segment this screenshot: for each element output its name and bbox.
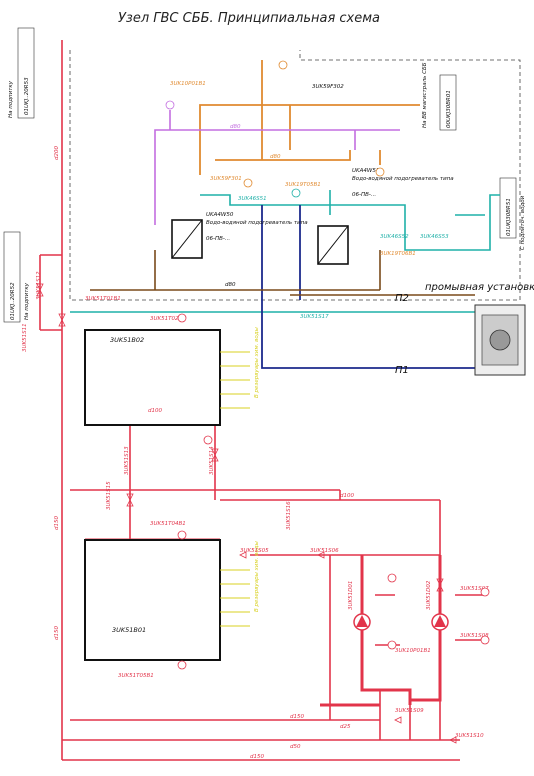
svg-text:01UKJ..20R53: 01UKJ..20R53 <box>24 77 30 115</box>
svg-text:3UK51S11: 3UK51S11 <box>22 323 28 352</box>
svg-text:3UK51B01: 3UK51B01 <box>112 626 146 634</box>
svg-text:3UK19T05B1: 3UK19T05B1 <box>285 182 321 188</box>
flush-unit <box>474 304 526 376</box>
svg-text:d80: d80 <box>225 282 236 288</box>
pump-1: 3UK51D01 <box>348 581 371 631</box>
svg-text:06-ПВ-...: 06-ПВ-... <box>352 192 376 198</box>
left-box-mid: 01UKJ..20R52 На подпитку <box>3 231 30 323</box>
svg-text:3UK51T05B1: 3UK51T05B1 <box>118 673 154 679</box>
diagram-title: Узел ГВС СББ. Принципиальная схема <box>118 11 380 26</box>
navy-lines <box>261 205 475 369</box>
heat-exchanger-2: UKA4W51 Водо-водяной подогреватель типа … <box>317 168 454 265</box>
svg-text:d150: d150 <box>290 714 304 720</box>
svg-text:d50: d50 <box>290 744 301 750</box>
label-flush: промывная установка <box>425 282 534 293</box>
top-right-box: 00UKJ30BR01 На ВВ магистраль СББ <box>422 62 457 131</box>
svg-text:На подпитку: На подпитку <box>8 80 14 118</box>
instruments <box>165 60 490 670</box>
svg-text:3UK51S07: 3UK51S07 <box>460 586 489 592</box>
svg-text:На ВВ магистраль СББ: На ВВ магистраль СББ <box>422 62 428 128</box>
svg-text:Водо-водяной подогреватель тип: Водо-водяной подогреватель типа <box>206 220 308 226</box>
svg-text:3UK10P01B1: 3UK10P01B1 <box>395 648 431 654</box>
svg-text:3UK59F302: 3UK59F302 <box>312 84 344 90</box>
svg-text:3UK51B02: 3UK51B02 <box>110 336 144 344</box>
svg-text:d100: d100 <box>148 408 162 414</box>
svg-text:3UK51S09: 3UK51S09 <box>395 708 424 714</box>
svg-text:3UK51D01: 3UK51D01 <box>348 581 354 610</box>
yellow-note-bottom: В резервуары хим. воды <box>254 540 260 612</box>
svg-text:3UK59F301: 3UK59F301 <box>210 176 242 182</box>
tank-top: 3UK51B02 <box>84 329 221 426</box>
svg-text:06-ПВ-...: 06-ПВ-... <box>206 236 230 242</box>
right-box: 01UKJ30BR51 С подпиточ. водой <box>499 177 526 250</box>
svg-text:00UKJ30BR01: 00UKJ30BR01 <box>446 90 452 128</box>
svg-text:01UKJ30BR51: 01UKJ30BR51 <box>506 198 512 236</box>
svg-text:3UK51S08: 3UK51S08 <box>460 633 489 639</box>
svg-text:UKA4W51: UKA4W51 <box>352 168 379 174</box>
svg-text:d100: d100 <box>340 493 354 499</box>
svg-text:На подпитку: На подпитку <box>24 282 30 320</box>
svg-text:01UKJ..20R52: 01UKJ..20R52 <box>10 282 16 320</box>
tank-bottom: 3UK51B01 <box>84 539 221 661</box>
svg-text:3UK51S17: 3UK51S17 <box>300 314 329 320</box>
svg-text:d80: d80 <box>270 154 281 160</box>
svg-text:3UK46S52: 3UK46S52 <box>380 234 409 240</box>
orange-lines <box>199 60 420 175</box>
pump-2: 3UK51D02 <box>426 580 449 631</box>
svg-text:3UK51S13: 3UK51S13 <box>124 446 130 475</box>
svg-text:d200: d200 <box>54 146 60 160</box>
violet-lines <box>154 110 400 225</box>
svg-text:3UK51S05: 3UK51S05 <box>240 548 269 554</box>
boundary-dashed <box>69 50 521 301</box>
valve-symbols <box>36 283 457 744</box>
svg-text:d150: d150 <box>250 754 264 760</box>
svg-text:Водо-водяной подогреватель тип: Водо-водяной подогреватель типа <box>352 176 454 182</box>
left-box-top: 01UKJ..20R53 На подпитку <box>8 27 35 119</box>
yellow-note-top: В резервуары хим. воды <box>254 326 260 398</box>
svg-text:UKA4W50: UKA4W50 <box>206 212 234 218</box>
pipe-labels: d100 d100 d150 d150 d50 d25 d80 d80 d80 … <box>54 124 354 760</box>
svg-text:d150: d150 <box>54 516 60 530</box>
svg-text:d25: d25 <box>340 724 351 730</box>
svg-text:3UK51T04B1: 3UK51T04B1 <box>150 521 186 527</box>
brown-lines <box>90 250 475 296</box>
svg-text:3UK51S16: 3UK51S16 <box>286 501 292 530</box>
svg-text:3UK51S10: 3UK51S10 <box>455 733 484 739</box>
teal-lines <box>70 190 500 313</box>
svg-text:3UK51T01B1: 3UK51T01B1 <box>85 296 121 302</box>
svg-text:d80: d80 <box>230 124 241 130</box>
label-p2: П2 <box>395 293 409 304</box>
svg-text:С подпиточ. водой: С подпиточ. водой <box>520 195 526 250</box>
svg-text:3UK51D02: 3UK51D02 <box>426 580 432 610</box>
svg-text:3UK10P01B1: 3UK10P01B1 <box>170 81 206 87</box>
label-p1: П1 <box>395 365 409 376</box>
svg-text:3UK19T06B1: 3UK19T06B1 <box>380 251 416 257</box>
svg-text:3UK51S12: 3UK51S12 <box>36 271 42 300</box>
svg-text:d150: d150 <box>54 626 60 640</box>
yellow-lines <box>220 351 250 627</box>
svg-text:3UK51S06: 3UK51S06 <box>310 548 339 554</box>
red-supply-lines <box>39 40 485 761</box>
svg-text:3UK51S15: 3UK51S15 <box>106 481 112 510</box>
svg-text:3UK46S53: 3UK46S53 <box>420 234 449 240</box>
svg-text:3UK51T02B1: 3UK51T02B1 <box>150 316 186 322</box>
heat-exchanger-1: UKA4W50 Водо-водяной подогреватель типа … <box>171 212 308 259</box>
svg-text:3UK46S51: 3UK46S51 <box>238 196 267 202</box>
